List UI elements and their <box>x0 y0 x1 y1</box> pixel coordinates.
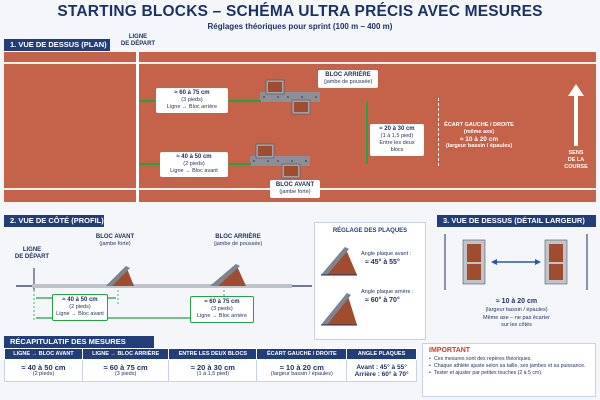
lateral-callout: ÉCART GAUCHE / DROITE (même axe) ≈ 10 à … <box>444 122 514 149</box>
summary-cell: ≈ 20 à 30 cm(1 à 1,5 pied) <box>168 359 258 382</box>
lateral-guide <box>438 98 439 166</box>
start-line <box>136 52 139 202</box>
race-direction-icon <box>568 84 584 146</box>
rear-plate-value: ≈ 60° à 70° <box>365 297 400 304</box>
side-start-line-label: LIGNE DE DÉPART <box>14 247 50 260</box>
page-subtitle: Réglages théoriques pour sprint (100 m –… <box>207 22 393 31</box>
width-detail: (largeur bassin / épaules) <box>485 307 548 313</box>
front-distance-callout: ≈ 40 à 50 cm (2 pieds) Ligne → Bloc avan… <box>160 152 228 177</box>
section1-heading: 1. VUE DE DESSUS (PLAN) <box>4 39 110 51</box>
between-arrow <box>366 102 368 164</box>
rear-block-label: BLOC ARRIÈRE (jambe de poussée) <box>318 70 378 88</box>
width-note: Même axe – ne pas écarter sur les côtés <box>483 315 550 328</box>
summary-cell: ≈ 10 à 20 cm(largeur bassin / épaules) <box>256 359 348 382</box>
summary-col-header: ANGLE PLAQUES <box>346 348 417 360</box>
summary-cell: ≈ 60 à 75 cm(3 pieds) <box>81 359 170 382</box>
important-heading: IMPORTANT <box>429 347 471 354</box>
section3-heading: 3. VUE DE DESSUS (DÉTAIL LARGEUR) <box>437 215 596 227</box>
front-plate-icon <box>321 247 357 276</box>
side-rear-block-label: BLOC ARRIÈRE (jambe de poussée) <box>213 234 263 247</box>
page-title: STARTING BLOCKS – SCHÉMA ULTRA PRÉCIS AV… <box>57 3 543 20</box>
front-plate-value: ≈ 45° à 55° <box>365 259 400 266</box>
rear-plate-icon <box>321 293 357 326</box>
important-item: Chaque athlète ajuste selon sa taille, s… <box>429 363 589 370</box>
side-view-diagram <box>16 264 312 322</box>
important-item: Tester et ajuster par petites touches (2… <box>429 370 589 377</box>
side-front-distance-callout: ≈ 40 à 50 cm (2 pieds) Ligne → Bloc avan… <box>52 294 108 321</box>
rear-distance-callout: ≈ 60 à 75 cm (3 pieds) Ligne → Bloc arri… <box>156 88 228 113</box>
width-detail-diagram <box>444 234 588 290</box>
front-block-label: BLOC AVANT (jambe forte) <box>270 180 320 198</box>
width-detail-panel: ≈ 10 à 20 cm (largeur bassin / épaules) … <box>437 228 596 340</box>
summary-col-header: ÉCART GAUCHE / DROITE <box>256 348 348 360</box>
between-callout: ≈ 20 à 30 cm (1 à 1,5 pied) Entre les de… <box>370 124 424 156</box>
summary-cell: Avant : 45° à 55°Arrière : 60° à 70° <box>346 359 417 382</box>
summary-cell: ≈ 40 à 50 cm(2 pieds) <box>4 359 83 382</box>
side-front-block-label: BLOC AVANT (jambe forte) <box>95 234 135 247</box>
side-rear-distance-callout: ≈ 60 à 75 cm (3 pieds) Ligne → Bloc arri… <box>190 296 254 323</box>
important-box: IMPORTANT Ces mesures sont des repères t… <box>422 343 596 397</box>
race-direction-label: SENS DE LA COURSE <box>564 150 588 170</box>
plates-panel: RÉGLAGE DES PLAQUES Angle plaque avant :… <box>314 222 426 340</box>
section2-heading: 2. VUE DE CÔTÉ (PROFIL) <box>4 215 104 227</box>
important-item: Ces mesures sont des repères théoriques. <box>429 356 589 363</box>
rear-block-plan <box>260 79 320 115</box>
summary-table: LIGNE → BLOC AVANT LIGNE → BLOC ARRIÈRE … <box>4 348 417 382</box>
summary-col-header: LIGNE → BLOC AVANT <box>4 348 83 360</box>
front-block-plan <box>250 143 310 179</box>
front-plate-label: Angle plaque avant : <box>361 251 412 257</box>
rear-plate-label: Angle plaque arrière : <box>361 289 414 295</box>
summary-heading: RÉCAPITULATIF DES MESURES THÉORIQUES <box>4 336 154 358</box>
width-value: ≈ 10 à 20 cm <box>495 298 538 305</box>
lane-line <box>4 62 596 64</box>
start-line-label: LIGNE DE DÉPART <box>120 34 156 47</box>
summary-col-header: ENTRE LES DEUX BLOCS <box>168 348 258 360</box>
summary-col-header: LIGNE → BLOC ARRIÈRE <box>81 348 170 360</box>
